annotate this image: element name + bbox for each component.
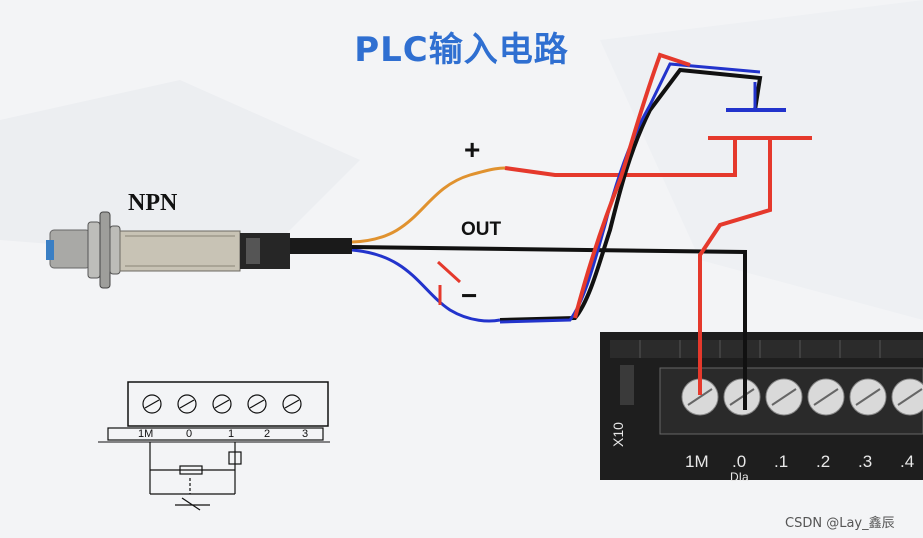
plc-terminal-label: .3 xyxy=(858,452,873,471)
plc-side-label: X10 xyxy=(610,422,626,447)
plus-label: + xyxy=(464,134,481,165)
power-red-wire xyxy=(573,52,691,319)
watermark: CSDN @Lay_鑫辰 xyxy=(785,516,895,531)
schematic-terminal-label: 1 xyxy=(228,428,235,440)
plc-terminal-label: .4 xyxy=(900,452,915,471)
schematic-terminal-label: 3 xyxy=(302,428,309,440)
plus-wire xyxy=(351,166,506,244)
schematic-terminal-label: 0 xyxy=(186,428,193,440)
plc-terminal-label: .1 xyxy=(774,452,789,471)
schematic-terminal-label: 2 xyxy=(264,428,271,440)
plc-terminal-label: .2 xyxy=(816,452,831,471)
npn-sensor xyxy=(46,211,352,289)
plc-terminal-label: .0 xyxy=(732,452,747,471)
minus-wire xyxy=(351,248,501,323)
schematic-terminal-label: 1M xyxy=(138,428,154,440)
npn-label: NPN xyxy=(128,190,178,216)
minus-label: − xyxy=(461,280,478,311)
out-label: OUT xyxy=(461,219,502,240)
terminal-schematic xyxy=(98,381,330,511)
plc-module xyxy=(600,332,923,480)
page-title: PLC输入电路 xyxy=(354,30,569,70)
plc-terminal-label: 1M xyxy=(685,452,709,471)
plc-sub-label: DIa xyxy=(730,470,749,484)
